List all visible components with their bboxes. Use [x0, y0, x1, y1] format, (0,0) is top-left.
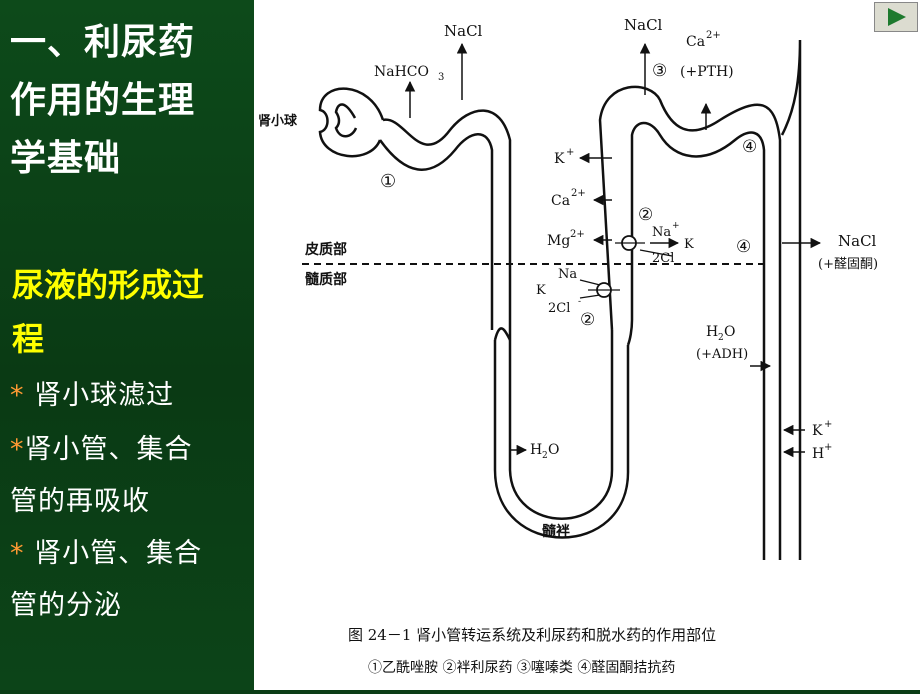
label-ca-top: Ca	[686, 34, 705, 50]
subtitle-line: 程	[12, 320, 45, 358]
label-glomerulus: 肾小球	[258, 113, 298, 129]
label-h2o-loop-o: O	[548, 442, 559, 458]
bullet-text: 肾小球滤过	[34, 380, 175, 411]
title-line: 学基础	[10, 138, 122, 179]
label-ca-mid-sup: 2+	[571, 188, 586, 199]
figure-legend: ①乙酰唑胺 ②袢利尿药 ③噻嗪类 ④醛固酮拮抗药	[368, 659, 675, 676]
collecting-duct	[780, 39, 802, 560]
label-loop: 髓袢	[542, 523, 570, 540]
label-ca-top-sup: 2+	[706, 30, 721, 41]
label-cl-sup: -	[578, 297, 581, 307]
slide-subtitle: 尿液的形成过 程	[12, 258, 247, 366]
distal-tubule	[598, 85, 782, 560]
nephron-figure: 肾小球 皮质部 髓质部 髓袢 NaCl NaHCO 3 NaCl Ca 2+ (…	[254, 0, 920, 690]
title-line: 作用的生理	[10, 80, 196, 121]
bullet-item: * 肾小管、集合 管的分泌	[10, 528, 250, 632]
sidebar-panel: 一、利尿药 作用的生理 学基础 尿液的形成过 程 * 肾小球滤过 *肾小管、集合…	[0, 0, 254, 690]
label-h-right: H	[812, 446, 824, 462]
label-k-right: K	[812, 423, 823, 439]
bullet-text: 肾小管、集合	[24, 538, 203, 569]
label-k-low: K	[536, 283, 546, 298]
label-ca-mid: Ca	[551, 193, 570, 209]
title-line: 一、利尿药	[10, 22, 196, 63]
label-cl-up: 2Cl	[652, 251, 674, 266]
slide-title: 一、利尿药 作用的生理 学基础	[10, 14, 245, 188]
label-nacl-right: NaCl	[838, 232, 877, 250]
site-marker-1: ①	[380, 171, 396, 192]
label-k-left: K	[554, 151, 565, 167]
label-nacl-2: NaCl	[624, 16, 663, 34]
label-h2o-adh: H	[706, 324, 718, 340]
label-h2o-loop-sub: 2	[542, 451, 548, 461]
label-h2o-adh-sub: 2	[718, 333, 724, 343]
bullet-star: *	[10, 434, 25, 465]
label-k-sup: +	[566, 147, 574, 158]
bullet-text: 管的再吸收	[10, 486, 150, 517]
nephron-diagram: 肾小球 皮质部 髓质部 髓袢 NaCl NaHCO 3 NaCl Ca 2+ (…	[258, 16, 878, 676]
site-marker-4a: ④	[742, 137, 757, 157]
label-cl-low: 2Cl	[548, 301, 570, 316]
label-aldo: (+醛固酮)	[818, 256, 878, 272]
label-h2o-adh-o: O	[724, 324, 735, 340]
label-cortex: 皮质部	[304, 241, 347, 258]
label-pth: (+PTH)	[680, 64, 734, 80]
bullet-star: *	[10, 538, 25, 569]
glomerulus-shape	[318, 87, 385, 158]
label-h2o-loop: H	[530, 442, 542, 458]
bullet-item: *肾小管、集合 管的再吸收	[10, 424, 250, 528]
site-marker-2a: ②	[638, 205, 653, 225]
label-na-sup: +	[672, 221, 680, 231]
bullet-star: *	[10, 380, 25, 411]
figure-caption: 图 24－1 肾小管转运系统及利尿药和脱水药的作用部位	[348, 626, 716, 644]
label-nahco3-sub: 3	[438, 72, 444, 83]
label-na-low: Na	[558, 267, 577, 282]
subtitle-line: 尿液的形成过	[12, 266, 205, 304]
label-na-up: Na	[652, 225, 671, 240]
site-marker-4b: ④	[736, 237, 751, 257]
label-mg: Mg	[547, 233, 570, 249]
play-next-icon	[888, 8, 906, 26]
label-medulla: 髓质部	[305, 271, 347, 288]
bullet-text: 肾小管、集合	[24, 434, 193, 465]
bullet-item: * 肾小球滤过	[10, 370, 250, 422]
bullet-text: 管的分泌	[10, 590, 122, 621]
site-marker-2b: ②	[580, 310, 595, 330]
site-marker-3: ③	[652, 61, 667, 81]
label-mg-sup: 2+	[570, 229, 585, 240]
label-nahco3: NaHCO	[374, 64, 429, 80]
next-slide-button[interactable]	[874, 2, 918, 32]
label-k-up: K	[684, 237, 694, 252]
label-k-right-sup: +	[824, 419, 832, 430]
proximal-tubule	[382, 109, 512, 341]
label-h-right-sup: +	[824, 442, 832, 453]
loop-of-henle	[493, 340, 630, 539]
label-adh: (+ADH)	[696, 347, 748, 362]
label-nacl-1: NaCl	[444, 22, 483, 40]
